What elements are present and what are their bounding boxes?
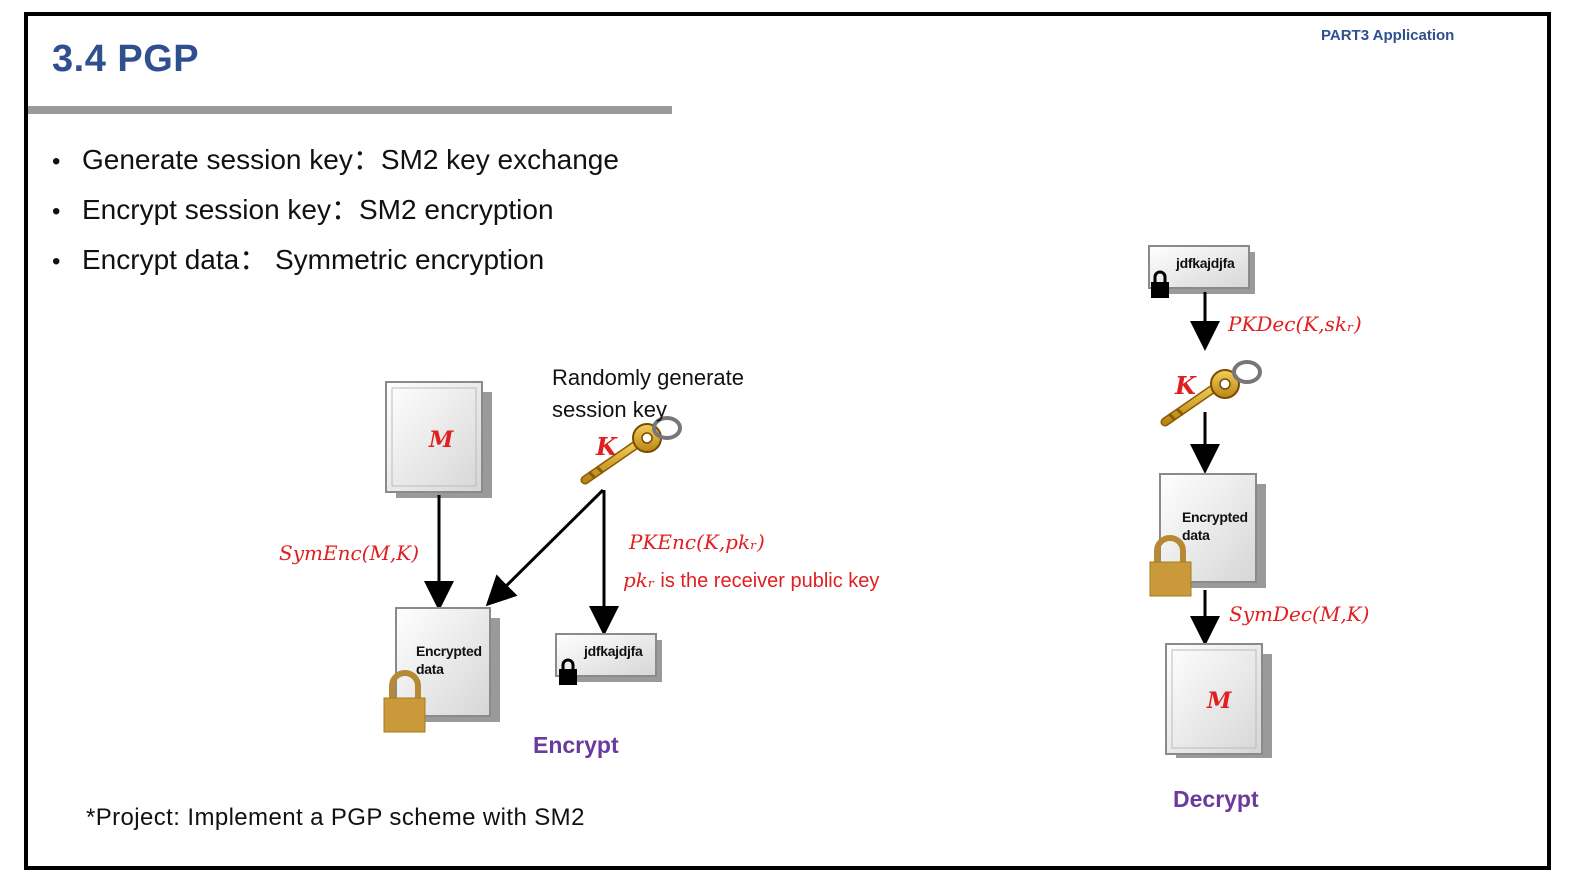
- page-title: 3.4 PGP: [52, 38, 200, 80]
- random-key-text: Randomly generate session key: [552, 362, 744, 426]
- title-underline: [28, 106, 672, 114]
- decrypt-caption: Decrypt: [1173, 786, 1259, 812]
- pk-note: pkᵣ is the receiver public key: [623, 568, 879, 593]
- encrypted-data-label: Encrypted data: [416, 642, 482, 678]
- encrypted-line1: Encrypted: [1182, 509, 1248, 525]
- key-icon: [1160, 360, 1262, 427]
- ciphertext-card: [555, 633, 662, 682]
- pk-note-text: is the receiver public key: [654, 570, 880, 592]
- bullet-item: • Encrypt data： Symmetric encryption: [52, 240, 619, 290]
- padlock-icon: [1149, 535, 1192, 597]
- padlock-icon: [383, 670, 426, 733]
- ciphertext-card: [1148, 245, 1255, 294]
- part-label: PART3 Application: [1321, 27, 1455, 44]
- document-icon: [385, 381, 492, 498]
- document-icon: [1165, 643, 1272, 758]
- bullet-text: Encrypt session key：SM2 encryption: [82, 194, 554, 225]
- small-padlock-icon: [559, 658, 577, 685]
- slide: [24, 12, 1551, 870]
- cipher-text: jdfkajdjfa: [1176, 255, 1235, 271]
- sym-dec-formula: SymDec(M,K): [1229, 602, 1370, 626]
- encrypted-data-label: Encrypted data: [1182, 508, 1248, 544]
- key-label: K: [1175, 371, 1196, 400]
- encrypted-line2: data: [1182, 527, 1210, 543]
- project-note: *Project: Implement a PGP scheme with SM…: [86, 804, 585, 831]
- document-label: M: [1207, 688, 1232, 714]
- encrypt-caption: Encrypt: [533, 732, 619, 758]
- bullet-item: • Encrypt session key：SM2 encryption: [52, 190, 619, 240]
- bullet-text: Encrypt data： Symmetric encryption: [82, 244, 545, 275]
- bullet-dot-icon: •: [52, 198, 61, 225]
- sym-enc-formula: SymEnc(M,K): [279, 541, 420, 565]
- bullet-dot-icon: •: [52, 148, 61, 175]
- random-key-line1: Randomly generate: [552, 365, 745, 390]
- document-label: M: [429, 427, 454, 453]
- bullet-list: • Generate session key：SM2 key exchange •…: [52, 140, 619, 290]
- bullet-item: • Generate session key：SM2 key exchange: [52, 140, 619, 190]
- pk-dec-formula: PKDec(K,skᵣ): [1228, 312, 1362, 336]
- random-key-line2: session key: [552, 397, 667, 422]
- small-padlock-icon: [1151, 270, 1169, 298]
- key-label: K: [596, 432, 617, 461]
- encrypted-line2: data: [416, 661, 444, 677]
- arrow-icon: [485, 488, 605, 607]
- bullet-text: Generate session key：SM2 key exchange: [82, 144, 619, 175]
- pk-enc-formula: PKEnc(K,pkᵣ): [629, 530, 765, 554]
- key-icon: [580, 416, 682, 485]
- cipher-text: jdfkajdjfa: [584, 643, 643, 659]
- pk-variable: pkᵣ: [623, 568, 655, 592]
- bullet-dot-icon: •: [52, 248, 61, 275]
- encrypted-line1: Encrypted: [416, 643, 482, 659]
